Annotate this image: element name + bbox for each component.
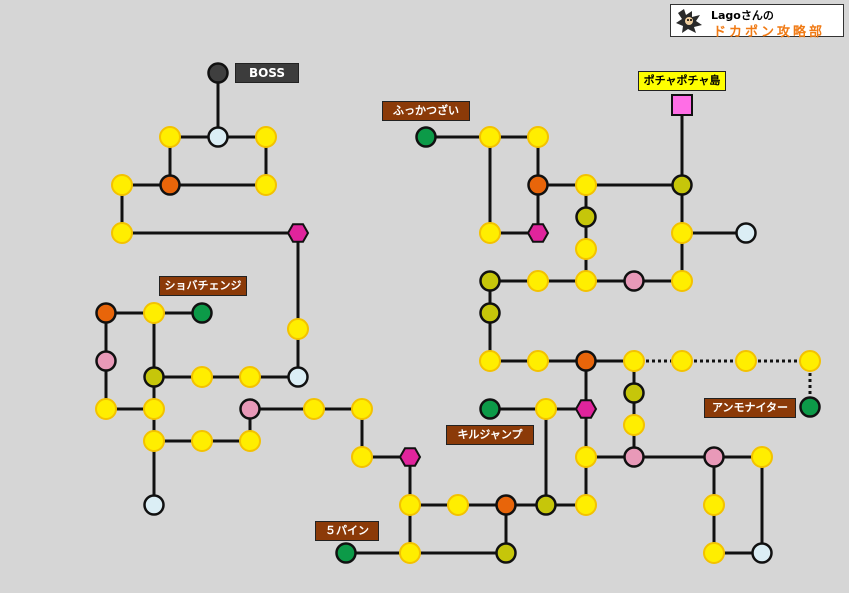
- board-space-green[interactable]: [799, 396, 821, 418]
- board-space-orange[interactable]: [95, 302, 117, 324]
- board-space-magenta[interactable]: [574, 399, 598, 419]
- board-space-olive[interactable]: [479, 302, 501, 324]
- board-space-orange[interactable]: [159, 174, 181, 196]
- board-space-yellow[interactable]: [575, 174, 597, 196]
- board-space-yellow[interactable]: [479, 350, 501, 372]
- board-space-magenta[interactable]: [526, 223, 550, 243]
- board-space-yellow[interactable]: [575, 238, 597, 260]
- board-space-green[interactable]: [335, 542, 357, 564]
- board-space-magenta[interactable]: [286, 223, 310, 243]
- board-space-white[interactable]: [735, 222, 757, 244]
- board-space-orange[interactable]: [527, 174, 549, 196]
- board-space-yellow[interactable]: [799, 350, 821, 372]
- board-space-yellow[interactable]: [255, 174, 277, 196]
- board-space-yellow[interactable]: [287, 318, 309, 340]
- board-space-yellow[interactable]: [527, 270, 549, 292]
- site-logo[interactable]: Lagoさんの ドカポン攻略部: [670, 4, 844, 40]
- board-space-yellow[interactable]: [351, 398, 373, 420]
- label-kirujump: キルジャンプ: [446, 425, 534, 445]
- board-space-yellow[interactable]: [575, 446, 597, 468]
- board-space-white[interactable]: [207, 126, 229, 148]
- board-space-green[interactable]: [415, 126, 437, 148]
- label-ammonite: アンモナイター: [704, 398, 796, 418]
- board-space-yellow[interactable]: [703, 494, 725, 516]
- board-space-olive[interactable]: [495, 542, 517, 564]
- board-space-olive[interactable]: [671, 174, 693, 196]
- board-space-yellow[interactable]: [751, 446, 773, 468]
- board-space-yellow[interactable]: [399, 542, 421, 564]
- board-space-yellow[interactable]: [143, 302, 165, 324]
- board-space-yellow[interactable]: [535, 398, 557, 420]
- board-space-olive[interactable]: [575, 206, 597, 228]
- board-space-orange[interactable]: [575, 350, 597, 372]
- board-space-pink[interactable]: [703, 446, 725, 468]
- board-space-yellow[interactable]: [527, 126, 549, 148]
- label-boss: BOSS: [235, 63, 299, 83]
- board-space-orange[interactable]: [495, 494, 517, 516]
- board-space-yellow[interactable]: [527, 350, 549, 372]
- board-space-yellow[interactable]: [575, 270, 597, 292]
- board-space-pink[interactable]: [623, 270, 645, 292]
- board-space-pinksquare[interactable]: [671, 94, 693, 116]
- board-space-yellow[interactable]: [111, 174, 133, 196]
- board-space-yellow[interactable]: [159, 126, 181, 148]
- board-space-yellow[interactable]: [479, 222, 501, 244]
- board-space-yellow[interactable]: [703, 542, 725, 564]
- board-space-yellow[interactable]: [575, 494, 597, 516]
- board-space-yellow[interactable]: [239, 366, 261, 388]
- board-space-yellow[interactable]: [351, 446, 373, 468]
- board-space-yellow[interactable]: [399, 494, 421, 516]
- board-space-yellow[interactable]: [671, 222, 693, 244]
- board-space-green[interactable]: [479, 398, 501, 420]
- label-fukkatsu: ふっかつざい: [382, 101, 470, 121]
- board-space-yellow[interactable]: [447, 494, 469, 516]
- board-space-yellow[interactable]: [143, 430, 165, 452]
- board-space-white[interactable]: [143, 494, 165, 516]
- board-space-yellow[interactable]: [191, 430, 213, 452]
- logo-top-text: Lagoさんの: [711, 9, 774, 22]
- board-space-olive[interactable]: [535, 494, 557, 516]
- board-space-yellow[interactable]: [191, 366, 213, 388]
- board-space-olive[interactable]: [143, 366, 165, 388]
- board-space-yellow[interactable]: [95, 398, 117, 420]
- board-space-white[interactable]: [287, 366, 309, 388]
- board-space-yellow[interactable]: [255, 126, 277, 148]
- label-pochapocha: ポチャポチャ島: [638, 71, 726, 91]
- board-space-yellow[interactable]: [735, 350, 757, 372]
- board-space-dark[interactable]: [207, 62, 229, 84]
- board-space-yellow[interactable]: [111, 222, 133, 244]
- label-shobachenji: ショバチェンジ: [159, 276, 247, 296]
- board-space-yellow[interactable]: [479, 126, 501, 148]
- board-space-yellow[interactable]: [623, 350, 645, 372]
- board-space-white[interactable]: [751, 542, 773, 564]
- board-space-olive[interactable]: [623, 382, 645, 404]
- logo-title-text: ドカポン攻略部: [713, 25, 826, 40]
- board-space-yellow[interactable]: [623, 414, 645, 436]
- board-space-pink[interactable]: [239, 398, 261, 420]
- mascot-icon: [676, 9, 702, 33]
- board-space-olive[interactable]: [479, 270, 501, 292]
- board-space-pink[interactable]: [95, 350, 117, 372]
- board-space-yellow[interactable]: [239, 430, 261, 452]
- board-space-yellow[interactable]: [671, 350, 693, 372]
- board-space-pink[interactable]: [623, 446, 645, 468]
- board-space-green[interactable]: [191, 302, 213, 324]
- label-five-pine: ５パイン: [315, 521, 379, 541]
- board-space-yellow[interactable]: [671, 270, 693, 292]
- board-space-yellow[interactable]: [303, 398, 325, 420]
- board-space-yellow[interactable]: [143, 398, 165, 420]
- board-space-magenta[interactable]: [398, 447, 422, 467]
